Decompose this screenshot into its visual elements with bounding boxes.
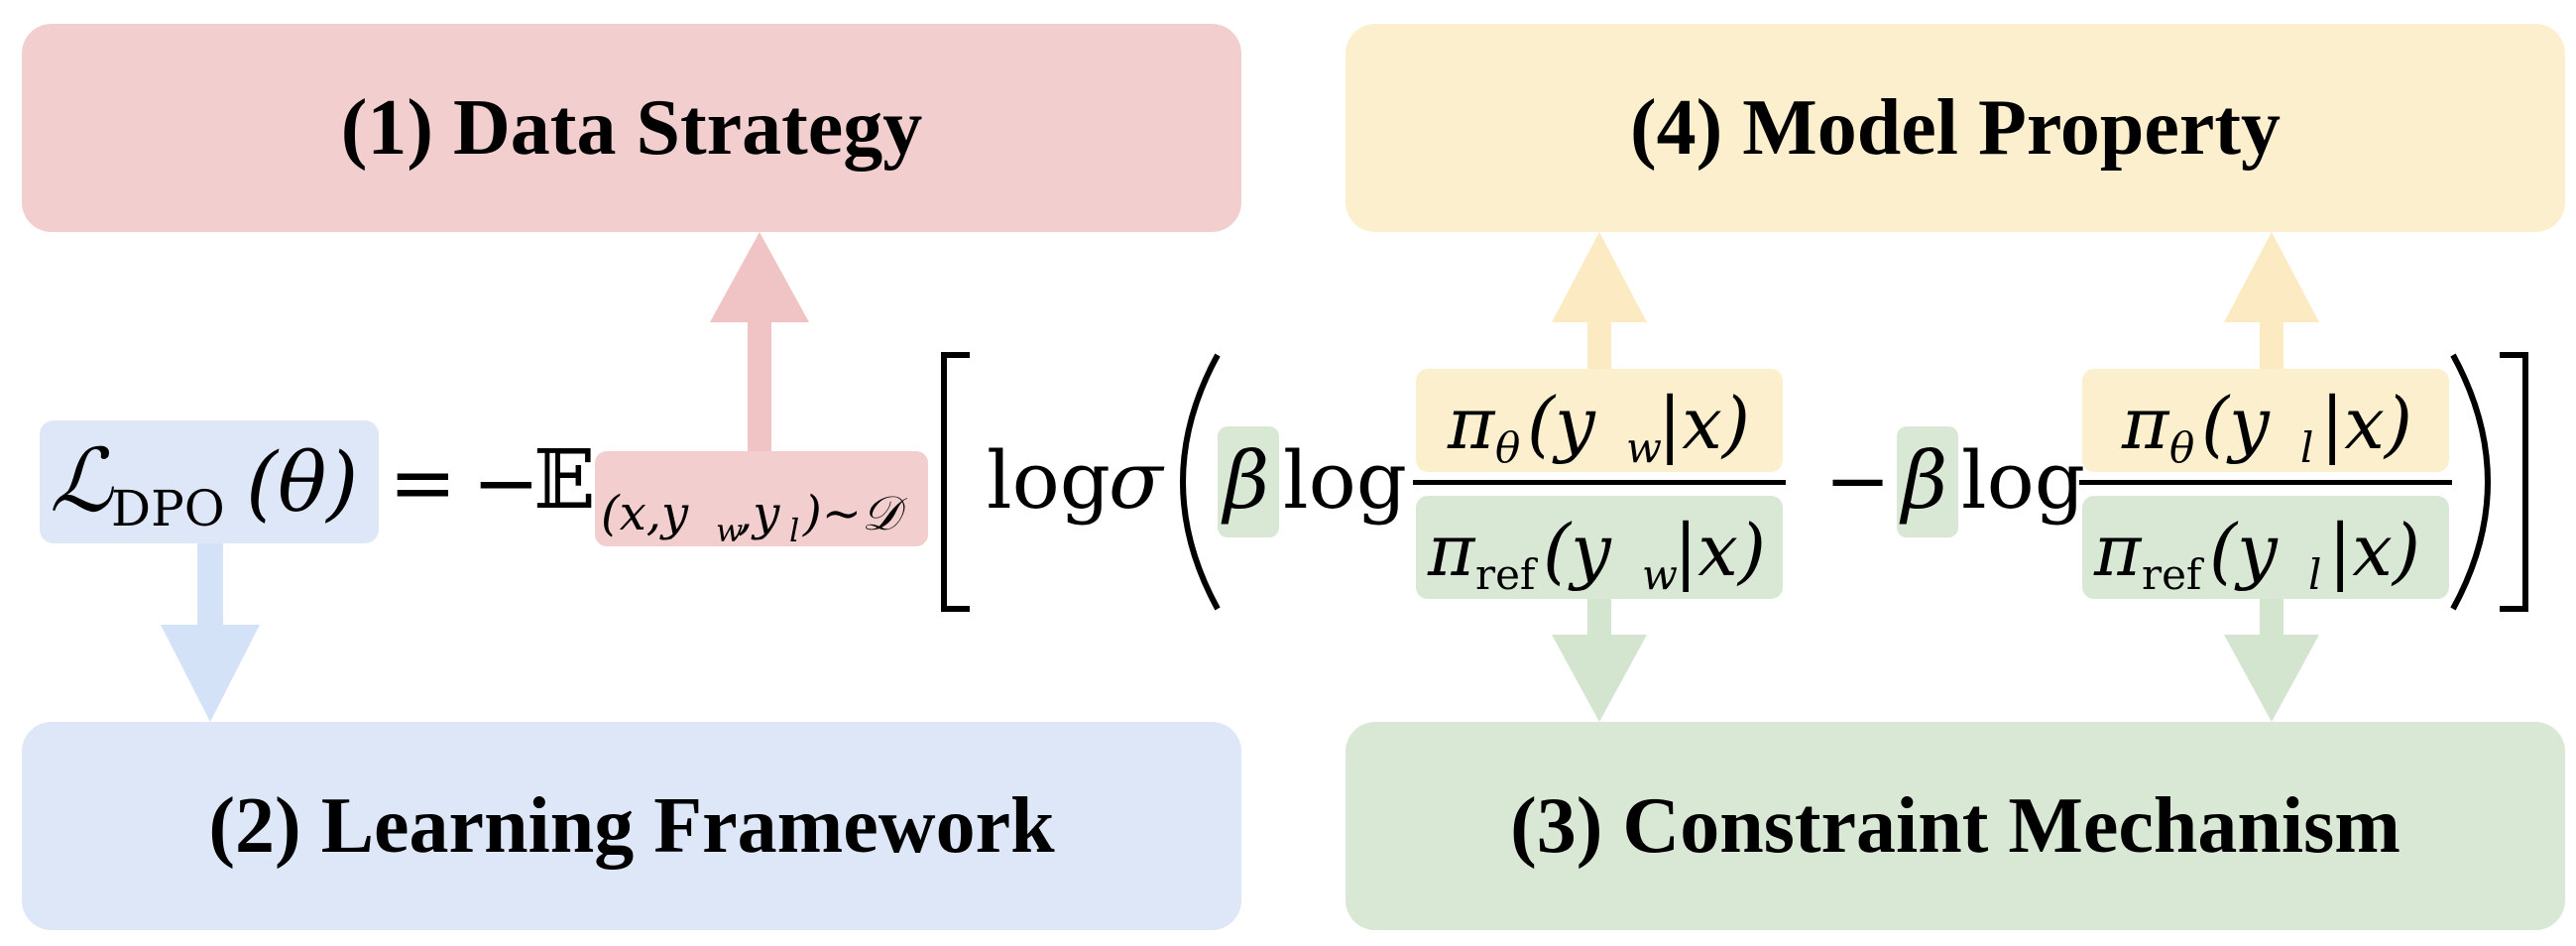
- beta-highlight-2: [1897, 426, 1958, 537]
- expectation-symbol: 𝔼: [533, 433, 596, 528]
- numerator-w: π θ (y w |x): [1447, 382, 1750, 472]
- den-l-y: (y: [2209, 509, 2279, 592]
- loss-highlight: [40, 420, 379, 543]
- numerator-l-highlight: [2082, 369, 2449, 472]
- arrow-to-data-strategy: [710, 232, 809, 456]
- fraction-bar-w: [1413, 480, 1786, 485]
- right-square-bracket: [2500, 352, 2528, 612]
- equals-sign: =: [389, 436, 457, 531]
- expectation-subscript-highlight: [595, 451, 928, 546]
- denominator-w: π ref (y w |x): [1427, 509, 1766, 599]
- ref-den-w: ref: [1475, 550, 1539, 599]
- model-property-label: (4) Model Property: [1629, 83, 2282, 172]
- arrow-to-constraint-mechanism-1: [1552, 595, 1647, 722]
- expectation-subscript: (x,y w ,y l )∼𝒟: [601, 486, 908, 549]
- num-w-sub: w: [1626, 423, 1662, 472]
- den-l-sub: l: [2308, 550, 2321, 599]
- exp-sub-w: w: [716, 512, 743, 549]
- data-strategy-label: (1) Data Strategy: [340, 83, 923, 172]
- model-property-box: (4) Model Property: [1346, 24, 2565, 232]
- denominator-w-highlight: [1416, 496, 1783, 599]
- minus-sign-2: −: [1824, 434, 1891, 527]
- left-paren: [1180, 353, 1221, 611]
- log-3: log: [1961, 434, 2085, 527]
- arrow-to-model-property-1: [1552, 232, 1647, 377]
- minus-sign: −: [472, 436, 540, 531]
- arrow-to-learning-framework: [161, 543, 260, 722]
- exp-sub-head: (x,y: [601, 486, 689, 541]
- num-l-y: (y: [2201, 382, 2271, 465]
- pi-num-w: π: [1447, 382, 1496, 465]
- numerator-w-highlight: [1416, 369, 1783, 472]
- left-square-bracket: [941, 352, 970, 612]
- theta-num-w: θ: [1495, 423, 1520, 472]
- beta-1: β: [1221, 434, 1269, 527]
- learning-framework-box: (2) Learning Framework: [22, 722, 1241, 930]
- den-w-sub: w: [1642, 550, 1678, 599]
- exp-sub-l: l: [789, 512, 799, 549]
- theta-num-l: θ: [2169, 423, 2194, 472]
- arrow-to-model-property-2: [2224, 232, 2319, 377]
- loss-subscript: DPO: [111, 480, 225, 537]
- learning-framework-label: (2) Learning Framework: [208, 781, 1055, 870]
- exp-sub-comma: ,y: [738, 486, 780, 541]
- denominator-l-highlight: [2082, 496, 2449, 599]
- denominator-l: π ref (y l |x): [2093, 509, 2420, 599]
- num-l-sub: l: [2300, 423, 2313, 472]
- beta-2: β: [1899, 434, 1947, 527]
- pi-num-l: π: [2121, 382, 2170, 465]
- log-2: log: [1283, 434, 1407, 527]
- loss-symbol: ℒ: [50, 429, 114, 532]
- den-w-tail: |x): [1674, 509, 1766, 592]
- den-l-tail: |x): [2328, 509, 2420, 592]
- loss-argument: (θ): [246, 436, 358, 531]
- num-w-y: (y: [1527, 382, 1596, 465]
- constraint-mechanism-box: (3) Constraint Mechanism: [1346, 722, 2565, 930]
- beta-highlight-1: [1218, 426, 1279, 537]
- arrow-to-constraint-mechanism-2: [2224, 595, 2319, 722]
- num-l-tail: |x): [2320, 382, 2412, 465]
- den-w-y: (y: [1543, 509, 1612, 592]
- pi-den-l: π: [2093, 509, 2143, 592]
- num-w-tail: |x): [1658, 382, 1750, 465]
- pi-den-w: π: [1427, 509, 1476, 592]
- numerator-l: π θ (y l |x): [2121, 382, 2412, 472]
- ref-den-l: ref: [2142, 550, 2205, 599]
- data-strategy-box: (1) Data Strategy: [22, 24, 1241, 232]
- exp-sub-tail: )∼𝒟: [802, 486, 908, 541]
- fraction-bar-l: [2079, 480, 2452, 485]
- right-paren: [2450, 353, 2491, 611]
- sigma-symbol: σ: [1109, 434, 1165, 527]
- log-1: log: [987, 434, 1111, 527]
- constraint-mechanism-label: (3) Constraint Mechanism: [1510, 781, 2400, 870]
